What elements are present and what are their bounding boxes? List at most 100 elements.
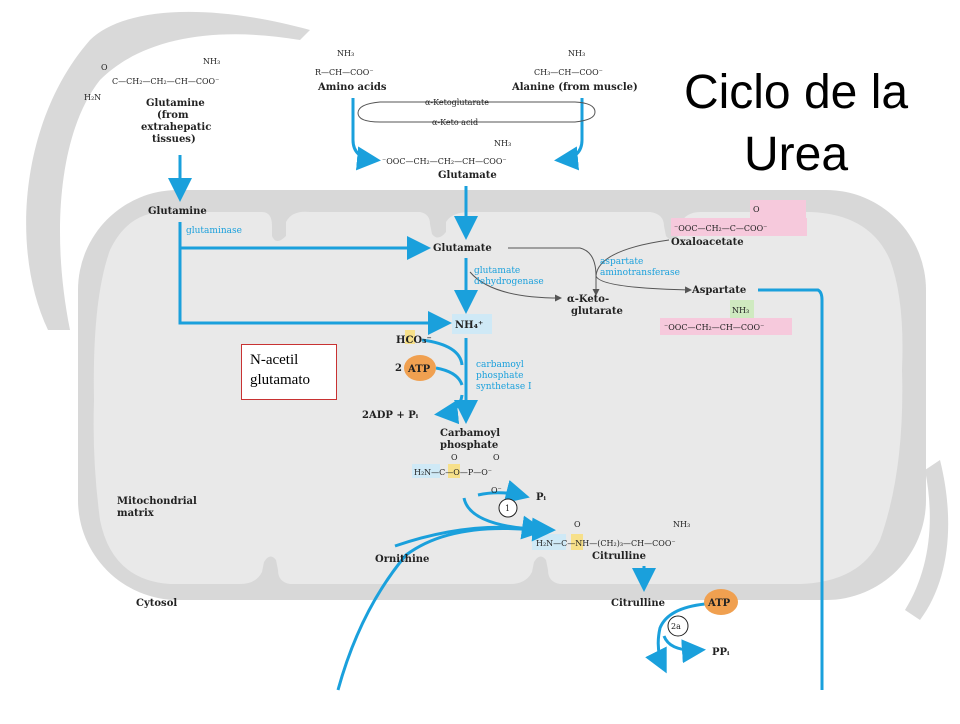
aspartate-structure-text: ⁻OOC—CH₂—CH—COO⁻ — [664, 323, 764, 332]
citrulline-c-highlight — [571, 534, 583, 550]
arrow-atp2-in — [645, 602, 706, 674]
glutamine-source-line3: tissues) — [152, 134, 196, 145]
carbamoyl-n-highlight — [412, 464, 440, 478]
arrow-ppi-out — [662, 635, 706, 664]
glutamine-mito-label: Glutamine — [148, 206, 207, 217]
bottom-margin — [0, 680, 960, 720]
citrulline-mito-label: Citrulline — [592, 551, 646, 562]
note-line1: N-acetil — [250, 352, 299, 368]
bicarbonate-c-highlight — [405, 330, 415, 344]
arrow-glutamine-to-nh4 — [178, 248, 452, 335]
decor-swoosh-right — [905, 460, 949, 620]
step-1-circle — [498, 498, 518, 518]
mitochondrion-matrix — [93, 211, 903, 584]
atp-label-2: ATP — [707, 598, 731, 609]
alanine-label: Alanine (from muscle) — [511, 82, 638, 93]
carbamoyl-phosphate-structure: H₂N—C—O—P—O⁻ — [414, 468, 492, 477]
glutamine-top-label: Glutamine — [146, 98, 205, 109]
ammonium-highlight — [452, 314, 492, 334]
glutamate-structure-text: ⁻OOC—CH₂—CH₂—CH—COO⁻ — [382, 157, 507, 166]
arrow-oxaloacetate-transaminase — [595, 239, 692, 294]
arrow-alanine-to-glutamate — [554, 98, 584, 171]
slide-title-line1: Ciclo de la — [683, 66, 909, 119]
decor-swoosh-left — [26, 11, 311, 331]
glutaminase-enzyme: glutaminase — [186, 226, 242, 236]
glutamate-mito-label: Glutamate — [433, 243, 492, 254]
step-2a-circle — [667, 615, 689, 637]
carbamoyl-c-highlight — [448, 464, 460, 478]
glutamine-nh2-text: H₂N — [84, 93, 101, 102]
aspartate-aminotransferase-enzyme-1: aspartate — [600, 257, 643, 267]
note-line2: glutamato — [250, 372, 310, 388]
arrow-atp-in — [435, 366, 464, 386]
glutamine-o-text: O — [101, 63, 108, 72]
arrow-aspartate-export — [758, 288, 824, 690]
glutamine-source-line2: extrahepatic — [141, 122, 211, 133]
amino-acids-label: Amino acids — [317, 82, 387, 93]
cps1-enzyme-2: phosphate — [476, 371, 523, 381]
alpha-ketoglutarate-label: α-Ketoglutarate — [425, 98, 489, 107]
alpha-keto-glutarate-label-2: glutarate — [571, 306, 623, 317]
pathway-arrows — [168, 98, 824, 691]
aspartate-amine-highlight — [730, 300, 754, 318]
arrow-pi-release — [477, 479, 530, 504]
oxaloacetate-o-text: O — [753, 205, 760, 214]
citrulline-o-text: O — [574, 520, 581, 529]
glutamine-nh3-text: NH₃ — [203, 57, 220, 66]
amino-acid-nh3-text: NH₃ — [337, 49, 354, 58]
glutamine-source-line1: (from — [157, 110, 189, 121]
glutamate-dehydrogenase-enzyme-2: dehydrogenase — [474, 277, 544, 287]
aspartate-nh3-text: NH₃ — [732, 306, 749, 315]
adp-pi-label: 2ADP + Pᵢ — [362, 410, 419, 421]
citrulline-nh3-text: NH₃ — [673, 520, 690, 529]
slide-title: Ciclo de la Urea — [666, 62, 926, 186]
ornithine-label: Ornithine — [375, 554, 429, 565]
cps1-enzyme-3: synthetase I — [476, 382, 532, 392]
carbamoyl-label-1: Carbamoyl — [440, 428, 500, 439]
step-1-label: 1 — [505, 504, 510, 513]
slide-title-line2: Urea — [743, 128, 849, 181]
aspartate-highlight — [660, 318, 792, 335]
cps1-enzyme-1: carbamoyl — [476, 360, 524, 370]
amino-acid-structure-text: R—CH—COO⁻ — [315, 68, 374, 77]
alanine-structure-text: CH₃—CH—COO⁻ — [534, 68, 603, 77]
arrow-ornithine-import — [394, 515, 546, 548]
glutamate-nh3-text: NH₃ — [494, 139, 511, 148]
oxaloacetate-structure-text: ⁻OOC—CH₂—C—COO⁻ — [674, 224, 767, 233]
atp-circle-1 — [404, 355, 436, 381]
carbamoyl-o3-text: O⁻ — [491, 486, 502, 495]
step-2a-label: 2a — [671, 622, 681, 631]
alpha-keto-acid-label: α-Keto acid — [432, 118, 478, 127]
bicarbonate-label: HCO₃⁻ — [396, 335, 432, 346]
arrow-adp-out — [434, 394, 464, 425]
aspartate-aminotransferase-enzyme-2: aminotransferase — [600, 268, 680, 278]
citrulline-cyto-label: Citrulline — [611, 598, 665, 609]
carbamoyl-o1-text: O — [451, 453, 458, 462]
atp-coefficient: 2 — [395, 363, 402, 374]
arrow-aminoacid-to-glutamate — [351, 98, 381, 171]
arrow-glutamate-to-akg — [469, 271, 562, 302]
mitochondrial-matrix-label-2: matrix — [117, 508, 155, 519]
cytosol-label: Cytosol — [136, 598, 177, 609]
aspartate-label: Aspartate — [691, 285, 746, 296]
pi-label: Pᵢ — [536, 492, 547, 503]
carbamoyl-o2-text: O — [493, 453, 500, 462]
transamination-arrows — [357, 101, 692, 302]
ppi-label: PPᵢ — [712, 647, 730, 658]
arrow-bicarbonate-in — [421, 338, 464, 366]
n-acetylglutamate-note: N-acetil glutamato — [241, 344, 337, 400]
glutamate-top-label: Glutamate — [438, 170, 497, 181]
glutamate-dehydrogenase-enzyme-1: glutamate — [474, 266, 520, 276]
arrow-ketoglutarate-cycle — [357, 101, 596, 123]
oxaloacetate-carbonyl-highlight — [750, 200, 806, 220]
oxaloacetate-label: Oxaloacetate — [671, 237, 744, 248]
alpha-keto-glutarate-label-1: α-Keto- — [567, 294, 609, 305]
citrulline-structure-text: H₂N—C—NH—(CH₂)₃—CH—COO⁻ — [536, 539, 676, 548]
mitochondrial-matrix-label-1: Mitochondrial — [117, 496, 197, 507]
atp-label-1: ATP — [407, 364, 431, 375]
alanine-nh3-text: NH₃ — [568, 49, 585, 58]
oxaloacetate-highlight — [671, 218, 807, 236]
carbamoyl-label-2: phosphate — [440, 440, 498, 451]
